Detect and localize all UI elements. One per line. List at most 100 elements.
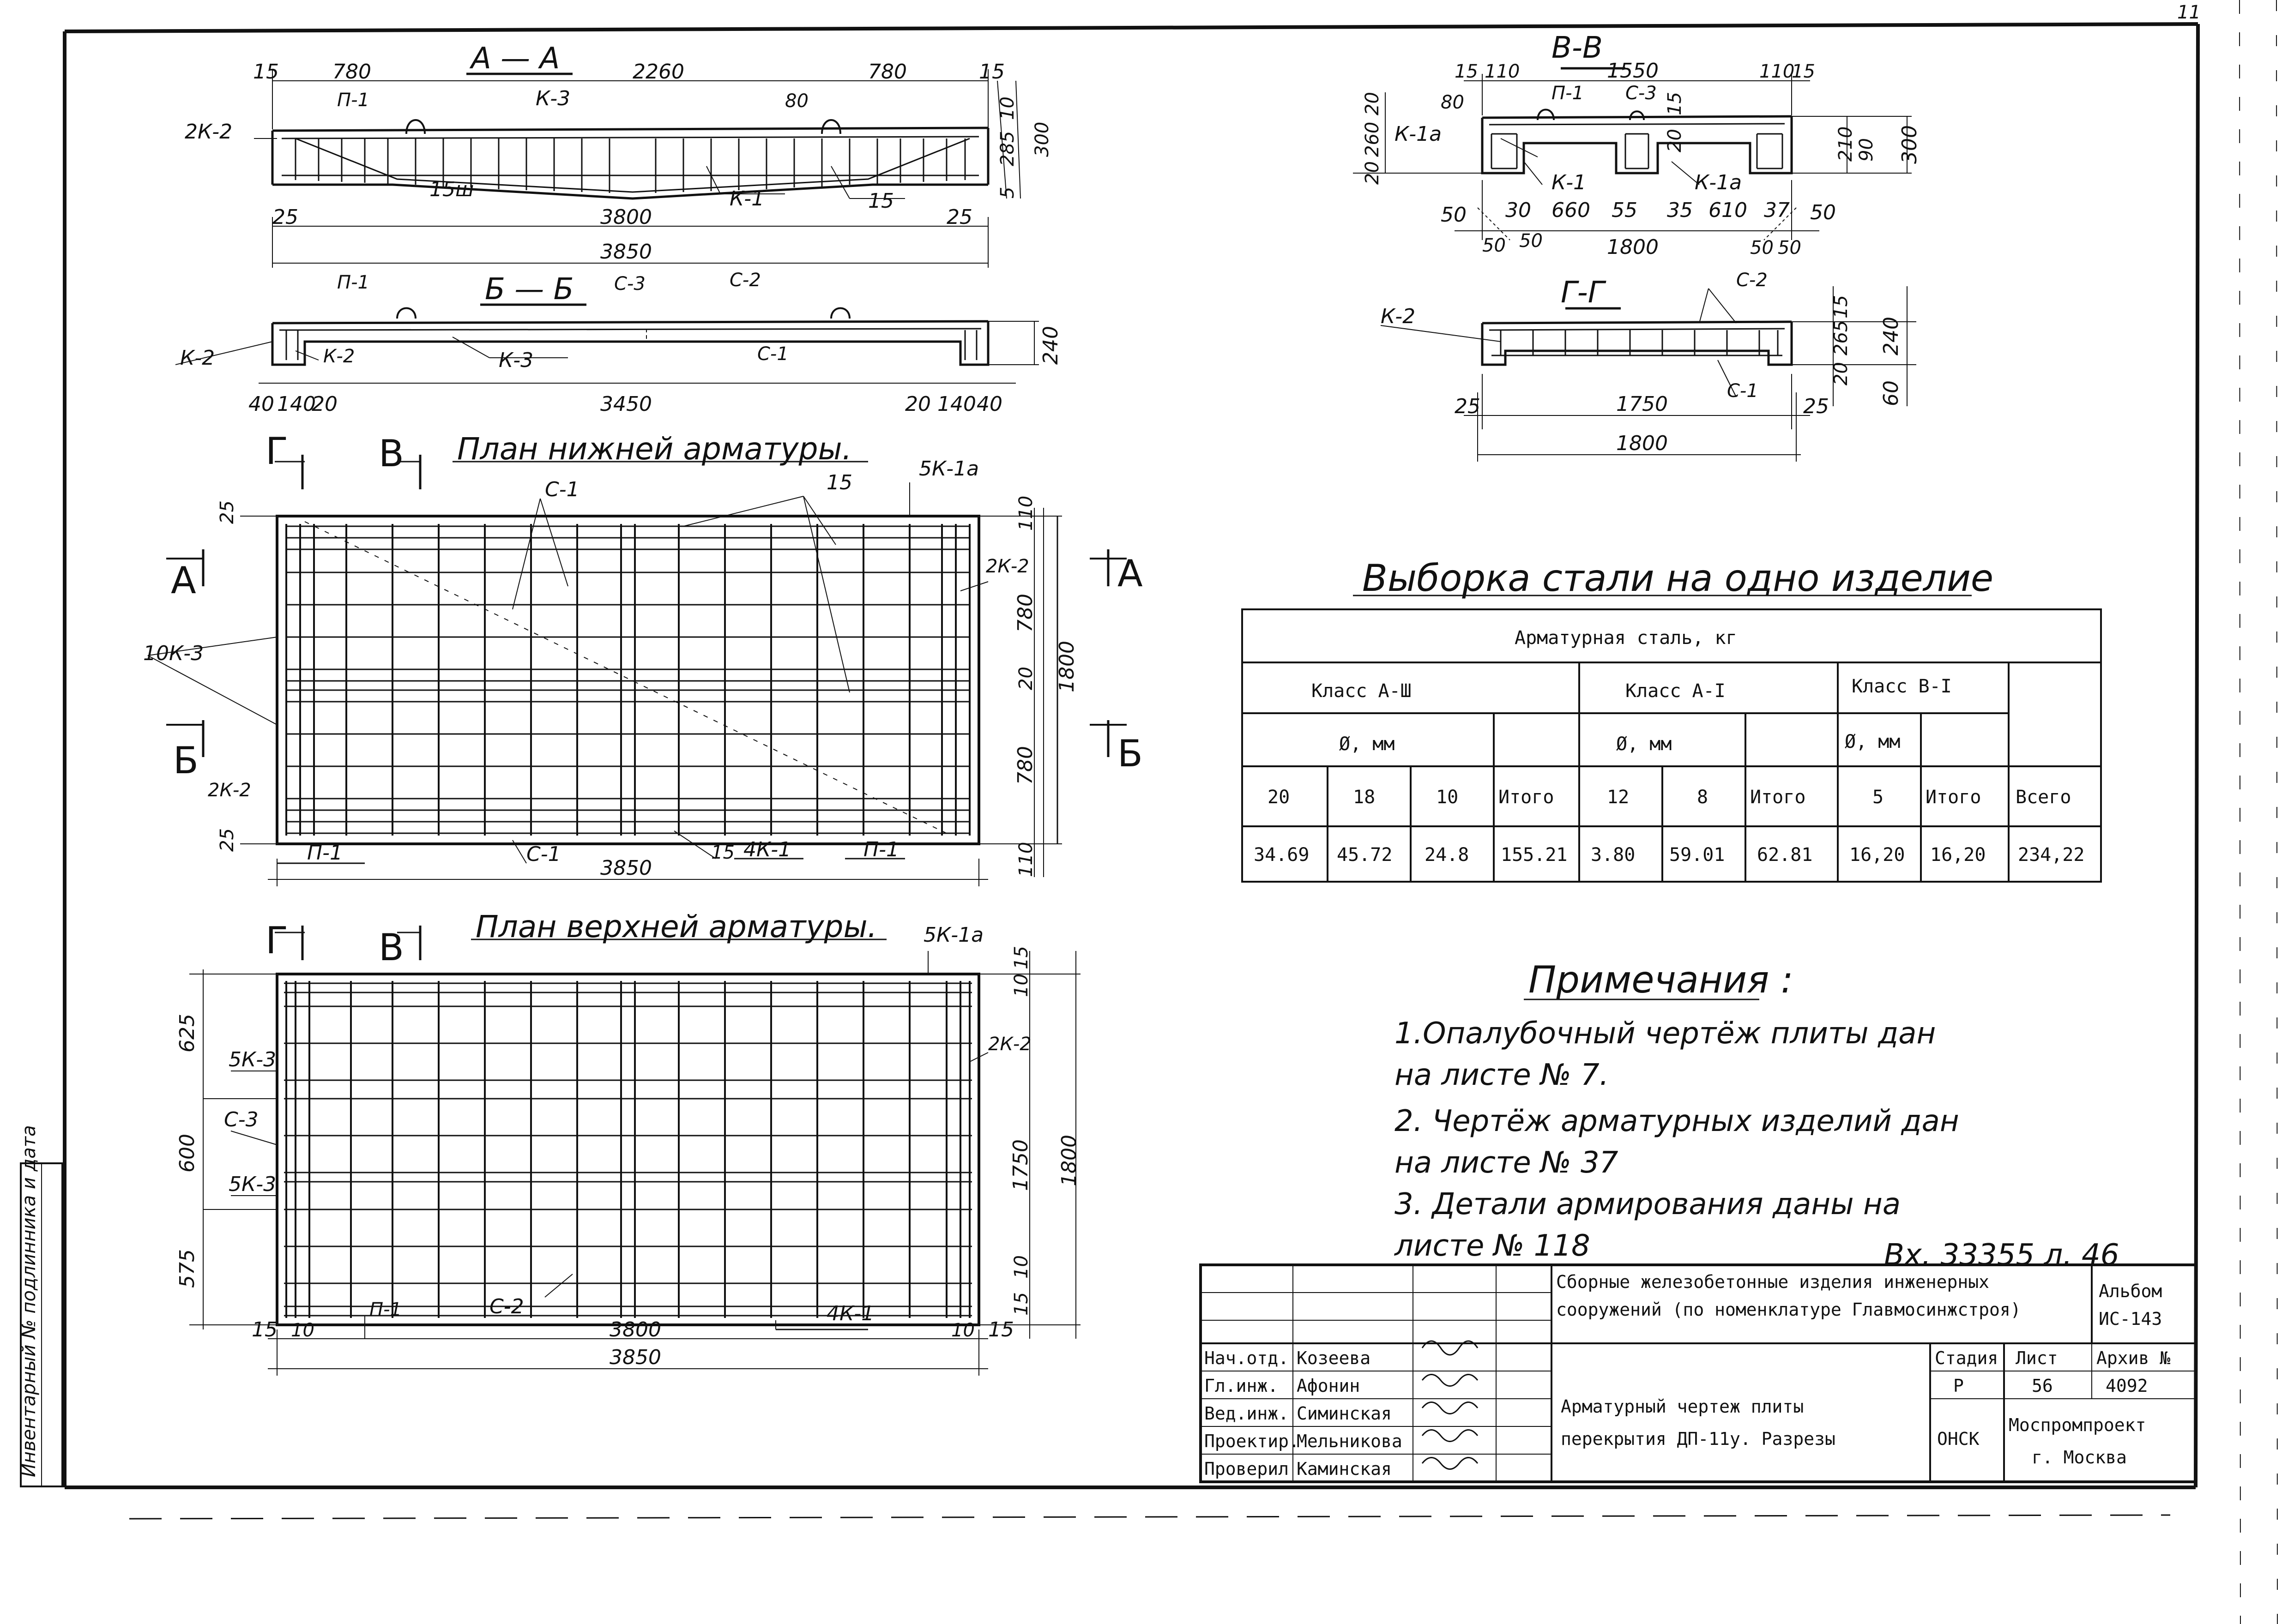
bb-label-c2: С-2: [730, 270, 761, 291]
aa-dim-780-right: 780: [868, 60, 907, 84]
tb-name-2: Афонин: [1297, 1376, 1360, 1396]
plan-bottom-label-c1-bottom: С-1: [526, 842, 561, 866]
plan-top-dim-10-bottom: 10: [1011, 1255, 1032, 1279]
gg-dim-15: 15: [1830, 295, 1852, 319]
tb-name-4: Мельникова: [1297, 1431, 1402, 1451]
aa-dim-3850: 3850: [600, 240, 652, 264]
plan-top-label-c3: С-3: [224, 1108, 259, 1131]
bb-dim-20-right: 20: [905, 392, 931, 416]
steel-table-val-5: 16,20: [1849, 844, 1905, 866]
plan-top-dim-15-top: 15: [1011, 946, 1032, 969]
steel-table-class-a1: Класс А-I: [1625, 680, 1726, 702]
steel-table-dia-b1: Ø, мм: [1845, 731, 1900, 752]
vv-label-k1: К-1: [1551, 171, 1586, 194]
gg-label-c2: С-2: [1736, 270, 1768, 291]
vv-label-15: 15: [1664, 92, 1685, 115]
vv-dim-50-right: 50: [1810, 201, 1836, 224]
section-gg: [1380, 286, 1916, 462]
steel-table-dia-a3: Ø, мм: [1339, 734, 1395, 755]
aa-dim-25-right: 25: [947, 205, 972, 229]
tb-role-2: Гл.инж.: [1204, 1376, 1278, 1396]
side-stamp: Инвентарный № подлинника и дата: [18, 1125, 63, 1487]
plan-bottom-label-4k1: 4К-1: [743, 838, 791, 861]
vv-dim-20-top: 20: [1362, 92, 1383, 115]
inventory-stamp: Вх. 33355 л. 46: [1884, 1238, 2119, 1272]
vv-dim-37: 37: [1764, 198, 1790, 222]
plan-bottom-cut-b-left: Б: [173, 739, 199, 782]
plan-top-dim-1750: 1750: [1009, 1139, 1032, 1191]
aa-dim-15-left: 15: [253, 60, 279, 84]
steel-table-title: Выборка стали на одно изделие: [1362, 557, 1993, 600]
plan-top-dim-15-right: 15: [988, 1318, 1014, 1341]
aa-dim-25-left: 25: [272, 205, 298, 229]
tb-sheet-value: 56: [2032, 1376, 2053, 1396]
tb-drawing-title-1: Арматурный чертеж плиты: [1561, 1396, 1804, 1417]
bb-label-k2-left: К-2: [180, 346, 215, 370]
plan-top: [189, 926, 1081, 1376]
tb-project-line-2: сооружений (по номенклатуре Главмосинжст…: [1556, 1299, 2021, 1320]
tb-role-5: Проверил: [1204, 1459, 1289, 1479]
gg-dim-265: 265: [1830, 320, 1852, 355]
tb-drawing-title-2: перекрытия ДП-11у. Разрезы: [1561, 1429, 1835, 1449]
section-bb: [175, 303, 1039, 384]
steel-table-col-itogo-a1: Итого: [1750, 787, 1805, 808]
steel-table-col-18: 18: [1353, 787, 1375, 808]
bb-label-k3: К-3: [499, 349, 533, 372]
bb-label-k2-inner: К-2: [323, 346, 355, 367]
bb-dim-240: 240: [1039, 326, 1062, 365]
section-gg-title: Г-Г: [1561, 276, 1606, 310]
tb-dept: ОНСК: [1937, 1429, 1980, 1449]
steel-table-header: Арматурная сталь, кг: [1515, 627, 1737, 649]
plan-bottom-label-2k2-right: 2К-2: [986, 556, 1029, 577]
bb-dim-40-left: 40: [248, 392, 274, 416]
plan-top-label-5k1a: 5К-1а: [924, 923, 984, 947]
steel-table-class-b1: Класс В-I: [1852, 676, 1952, 697]
steel-table-col-5: 5: [1872, 787, 1883, 808]
plan-bottom-title: План нижней арматуры.: [457, 431, 852, 467]
vv-dim-210: 210: [1835, 126, 1856, 162]
plan-bottom-label-5k1a: 5К-1а: [919, 457, 979, 481]
section-vv-title: В-В: [1551, 31, 1603, 65]
gg-dim-20: 20: [1830, 362, 1852, 385]
gg-dim-25-right: 25: [1803, 395, 1829, 418]
steel-table: Выборка стали на одно изделие Арматурная…: [1241, 557, 2102, 883]
plan-top-dim-15-left: 15: [252, 1318, 278, 1341]
title-block: [1199, 1263, 2197, 1483]
steel-table-col-itogo-a3: Итого: [1498, 787, 1554, 808]
plan-top-label-p1: П-1: [369, 1299, 402, 1320]
sheet-frame: [63, 0, 2278, 1624]
aa-label-15: 15: [868, 189, 894, 213]
vv-dim-110-right: 110: [1759, 61, 1794, 82]
tb-project-line-1: Сборные железобетонные изделия инженерны…: [1556, 1272, 1989, 1292]
plan-top-title: План верхней арматуры.: [476, 909, 877, 944]
notes-title: Примечания :: [1528, 958, 1793, 1001]
steel-table-val-20: 34.69: [1254, 844, 1309, 866]
vv-dim-55: 55: [1612, 198, 1637, 222]
tb-org-line-1: Моспромпроект: [2009, 1415, 2146, 1435]
note-line-2: на листе № 7.: [1395, 1058, 1609, 1092]
vv-dim-660: 660: [1551, 198, 1590, 222]
vv-dim-300: 300: [1898, 125, 1921, 164]
plan-top-label-2k2-right: 2К-2: [988, 1034, 1032, 1055]
tb-archive-value: 4092: [2106, 1376, 2148, 1396]
plan-bottom-cut-b-right: Б: [1117, 732, 1143, 775]
steel-table-val-total: 234,22: [2018, 844, 2085, 866]
aa-label-k3: К-3: [536, 87, 570, 110]
aa-dim-2260: 2260: [633, 60, 684, 84]
gg-label-c1: С-1: [1727, 380, 1758, 402]
tb-sheet-label: Лист: [2016, 1348, 2058, 1368]
vv-dim-90: 90: [1856, 138, 1877, 162]
plan-bottom-length-3850: 3850: [600, 856, 652, 880]
aa-label-k1: К-1: [730, 187, 764, 211]
plan-bottom-dim-110-bottom: 110: [1015, 842, 1037, 877]
vv-dim-20-bottom: 20: [1362, 161, 1383, 185]
note-line-3: 2. Чертёж арматурных изделий дан: [1395, 1104, 1959, 1138]
steel-table-val-18: 45.72: [1337, 844, 1392, 866]
section-vv-text: В-В 15 110 1550 110 15 80 П-1 С-3 15 20 …: [1362, 31, 1921, 259]
gg-dim-1800: 1800: [1616, 432, 1668, 455]
plan-bottom-label-10k3: 10К-3: [143, 642, 204, 665]
steel-table-col-total: Всего: [2016, 787, 2071, 808]
tb-name-3: Симинская: [1297, 1403, 1392, 1424]
steel-table-grid: [1241, 608, 2102, 883]
